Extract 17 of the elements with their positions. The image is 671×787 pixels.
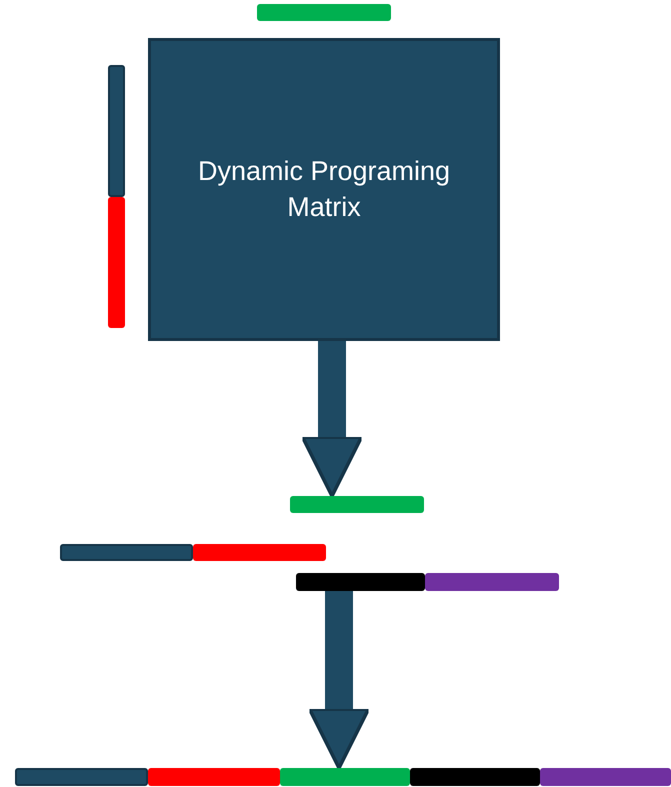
sequence-bar	[257, 4, 391, 21]
sequence-bar	[108, 197, 125, 328]
box-label: Dynamic Programing Matrix	[196, 155, 452, 224]
block-arrow	[308, 591, 370, 770]
sequence-bar	[540, 768, 671, 786]
sequence-bar	[15, 768, 148, 786]
sequence-bar	[410, 768, 540, 786]
sequence-bar	[296, 573, 425, 591]
sequence-bar	[148, 768, 280, 786]
matrix-box	[148, 38, 500, 341]
sequence-bar	[193, 544, 326, 561]
sequence-bar	[280, 768, 410, 786]
sequence-bar	[60, 544, 193, 561]
block-arrow	[300, 341, 364, 498]
sequence-bar	[108, 65, 125, 197]
sequence-bar	[290, 496, 424, 513]
sequence-bar	[425, 573, 559, 591]
